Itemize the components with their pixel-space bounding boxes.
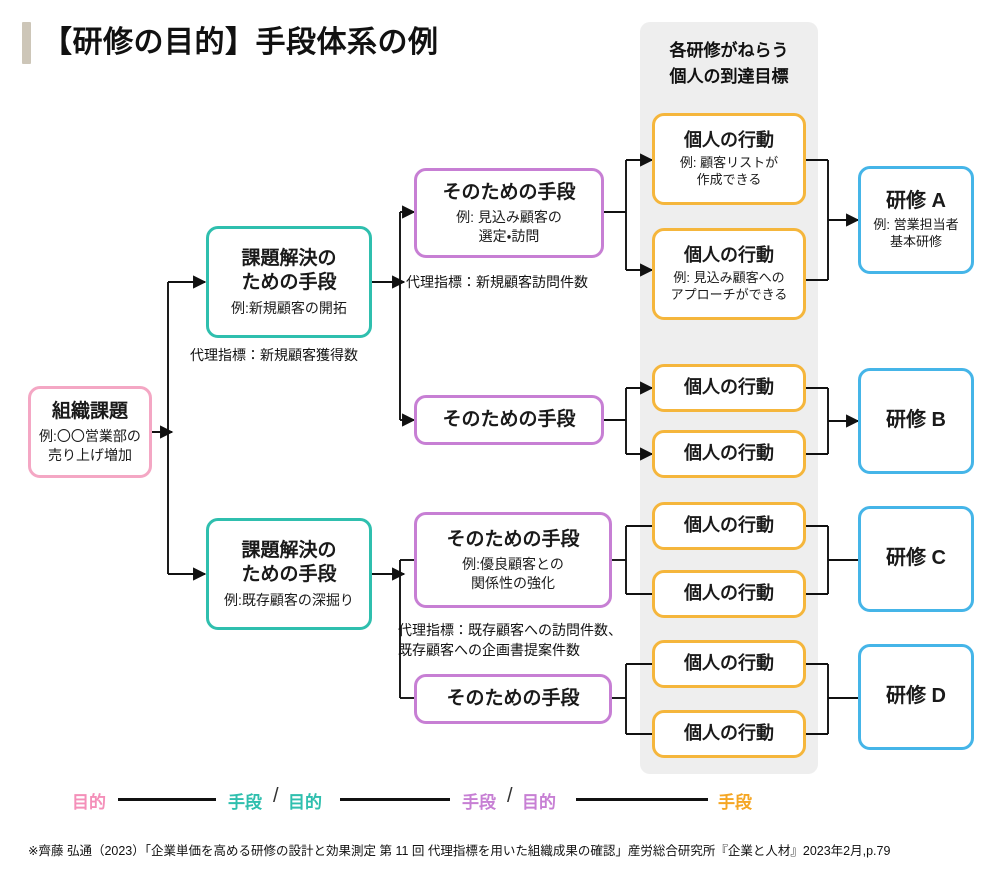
node-means-2[interactable]: そのための手段 — [414, 395, 604, 445]
footnote: ※齊藤 弘通（2023）「企業単価を高める研修の設計と効果測定 第 11 回 代… — [28, 844, 891, 858]
node-behavior-4[interactable]: 個人の行動 — [652, 430, 806, 478]
node-means-4-title: そのための手段 — [446, 687, 580, 709]
node-means-3-subtitle: 例:優良顧客との 関係性の強化 — [462, 556, 564, 591]
node-means-3-title: そのための手段 — [446, 529, 580, 551]
node-behavior-4-title: 個人の行動 — [684, 443, 774, 464]
node-training-b[interactable]: 研修 B — [858, 368, 974, 474]
node-behavior-5[interactable]: 個人の行動 — [652, 502, 806, 550]
legend-separator-1: / — [273, 785, 279, 807]
node-behavior-5-title: 個人の行動 — [684, 515, 774, 536]
metric-caption-3: 代理指標：既存顧客への訪問件数、 既存顧客への企画書提案件数 — [398, 622, 622, 659]
node-solution-2[interactable]: 課題解決の ための手段 例:既存顧客の深掘り — [206, 518, 372, 630]
node-training-c-title: 研修 C — [886, 547, 946, 570]
node-behavior-6-title: 個人の行動 — [684, 583, 774, 604]
node-behavior-3[interactable]: 個人の行動 — [652, 364, 806, 412]
node-behavior-1-title: 個人の行動 — [684, 130, 774, 151]
node-behavior-3-title: 個人の行動 — [684, 377, 774, 398]
node-behavior-8-title: 個人の行動 — [684, 723, 774, 744]
legend-item-2: 目的 — [288, 793, 322, 812]
metric-caption-2: 代理指標：新規顧客訪問件数 — [406, 274, 588, 290]
node-solution-1-subtitle: 例:新規顧客の開拓 — [231, 299, 347, 316]
node-means-2-title: そのための手段 — [442, 408, 576, 430]
node-solution-1-title: 課題解決の ための手段 — [241, 248, 337, 294]
legend-item-5: 手段 — [718, 793, 752, 812]
node-behavior-2-subtitle: 例: 見込み顧客への アプローチができる — [670, 270, 788, 303]
legend-rule-3 — [576, 798, 708, 801]
legend-item-0: 目的 — [72, 793, 106, 812]
legend: 目的 手段 / 目的 手段 / 目的 手段 — [0, 780, 1000, 820]
node-training-a-title: 研修 A — [886, 189, 946, 212]
legend-item-3: 手段 — [462, 793, 496, 812]
legend-item-4: 目的 — [522, 793, 556, 812]
legend-item-1: 手段 — [228, 793, 262, 812]
node-solution-2-subtitle: 例:既存顧客の深掘り — [224, 591, 354, 608]
legend-separator-2: / — [507, 785, 513, 807]
node-training-d-title: 研修 D — [886, 685, 946, 708]
legend-rule-2 — [340, 798, 450, 801]
node-behavior-2[interactable]: 個人の行動 例: 見込み顧客への アプローチができる — [652, 228, 806, 320]
goal-panel-title: 各研修がねらう 個人の到達目標 — [669, 41, 789, 86]
node-means-1[interactable]: そのための手段 例: 見込み顧客の 選定・訪問 — [414, 168, 604, 258]
node-training-c[interactable]: 研修 C — [858, 506, 974, 612]
node-org-issue-subtitle: 例:〇〇営業部の 売り上げ増加 — [39, 428, 141, 463]
node-training-b-title: 研修 B — [886, 409, 946, 432]
title-accent-bar — [22, 22, 31, 64]
node-solution-1[interactable]: 課題解決の ための手段 例:新規顧客の開拓 — [206, 226, 372, 338]
node-behavior-1-subtitle: 例: 顧客リストが 作成できる — [679, 155, 779, 188]
node-behavior-7[interactable]: 個人の行動 — [652, 640, 806, 688]
node-behavior-8[interactable]: 個人の行動 — [652, 710, 806, 758]
node-behavior-7-title: 個人の行動 — [684, 653, 774, 674]
node-org-issue[interactable]: 組織課題 例:〇〇営業部の 売り上げ増加 — [28, 386, 152, 478]
node-training-a[interactable]: 研修 A 例: 営業担当者 基本研修 — [858, 166, 974, 274]
node-behavior-1[interactable]: 個人の行動 例: 顧客リストが 作成できる — [652, 113, 806, 205]
node-means-1-title: そのための手段 — [442, 182, 576, 204]
node-means-1-subtitle: 例: 見込み顧客の 選定・訪問 — [456, 209, 562, 244]
legend-rule-1 — [118, 798, 216, 801]
node-behavior-6[interactable]: 個人の行動 — [652, 570, 806, 618]
page-title: 【研修の目的】手段体系の例 — [42, 26, 439, 59]
node-behavior-2-title: 個人の行動 — [684, 245, 774, 266]
node-means-3[interactable]: そのための手段 例:優良顧客との 関係性の強化 — [414, 512, 612, 608]
node-solution-2-title: 課題解決の ための手段 — [241, 540, 337, 586]
node-means-4[interactable]: そのための手段 — [414, 674, 612, 724]
node-training-d[interactable]: 研修 D — [858, 644, 974, 750]
metric-caption-1: 代理指標：新規顧客獲得数 — [190, 347, 358, 363]
node-training-a-subtitle: 例: 営業担当者 基本研修 — [873, 217, 959, 250]
node-org-issue-title: 組織課題 — [51, 401, 128, 423]
